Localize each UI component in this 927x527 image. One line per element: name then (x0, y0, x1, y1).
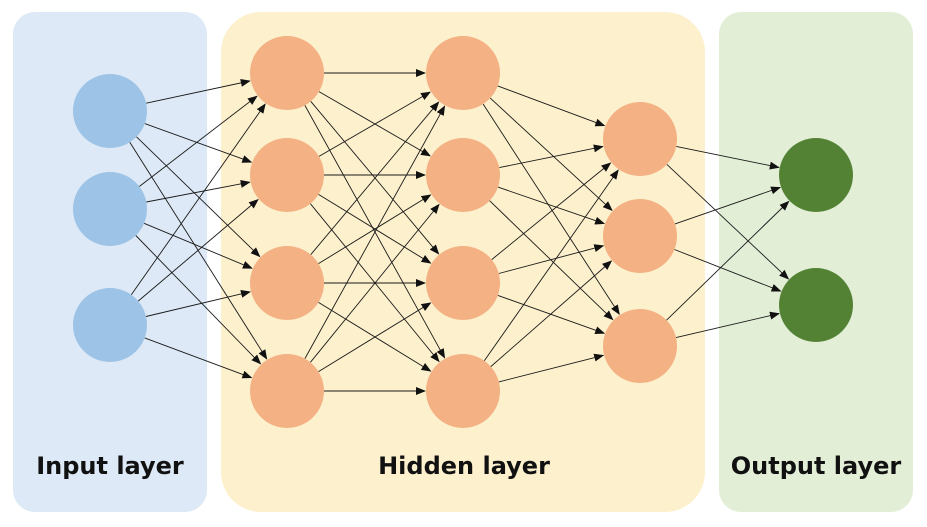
hidden-neuron-l4-3 (603, 309, 677, 383)
hidden-neuron-l4-1 (603, 102, 677, 176)
connection-l1-n3-to-n1 (130, 103, 266, 295)
connection-l1-n3-to-n3 (145, 289, 251, 317)
connection-l4-n1-to-n2 (666, 164, 790, 280)
hidden-neuron-l2-1 (250, 36, 324, 110)
connection-l1-n2-to-n2 (146, 179, 251, 203)
connection-l3-n1-to-n3 (482, 103, 620, 315)
connection-l1-n3-to-n4 (144, 337, 253, 379)
connection-l2-n3-to-n1 (310, 101, 440, 255)
connection-l3-n4-to-n2 (490, 260, 613, 367)
connection-l4-n3-to-n1 (666, 200, 790, 321)
connection-l3-n3-to-n2 (498, 244, 605, 274)
connection-l3-n1-to-n2 (489, 97, 613, 211)
output-neuron-l5-1 (779, 138, 853, 212)
connection-l4-n3-to-n2 (675, 311, 780, 339)
input-neuron-l1-1 (73, 74, 147, 148)
hidden-neuron-l2-2 (250, 138, 324, 212)
connection-l4-n2-to-n2 (674, 249, 782, 292)
input-layer-panel (13, 12, 207, 512)
connection-l1-n1-to-n1 (146, 78, 251, 104)
connection-l3-n4-to-n1 (483, 169, 619, 361)
connections (129, 69, 790, 395)
connection-l1-n1-to-n3 (136, 136, 261, 258)
hidden-neuron-l2-4 (250, 354, 324, 428)
connection-l3-n4-to-n3 (498, 353, 605, 383)
connection-l2-n3-to-n2 (318, 194, 432, 264)
connection-l2-n4-to-n1 (304, 105, 446, 359)
connection-l3-n3-to-n1 (491, 162, 612, 260)
connection-l1-n2-to-n3 (143, 222, 253, 269)
connection-l1-n1-to-n2 (144, 123, 253, 163)
neurons (73, 36, 853, 428)
connection-l4-n1-to-n1 (676, 145, 780, 170)
connection-l3-n1-to-n1 (497, 85, 606, 127)
output-layer-label: Output layer (731, 452, 902, 480)
hidden-layer-label: Hidden layer (378, 452, 550, 480)
connection-l2-n4-to-n3 (318, 302, 432, 372)
connection-l1-n2-to-n1 (139, 95, 258, 187)
connection-l3-n2-to-n3 (489, 200, 614, 321)
output-layer-panel (719, 12, 913, 512)
connection-l1-n3-to-n2 (137, 198, 259, 302)
input-layer-label: Input layer (36, 452, 184, 480)
connection-l3-n2-to-n2 (497, 186, 606, 225)
hidden-neuron-l3-3 (426, 246, 500, 320)
output-neuron-l5-2 (779, 268, 853, 342)
connection-l3-n2-to-n1 (499, 144, 604, 169)
connection-l4-n2-to-n1 (674, 186, 782, 225)
connection-l2-n2-to-n1 (318, 91, 431, 157)
hidden-neuron-l4-2 (603, 199, 677, 273)
connection-l2-n4-to-n2 (310, 203, 440, 363)
hidden-neuron-l3-1 (426, 36, 500, 110)
hidden-neuron-l3-4 (426, 354, 500, 428)
hidden-neuron-l3-2 (426, 138, 500, 212)
hidden-neuron-l2-3 (250, 246, 324, 320)
connection-l1-n2-to-n4 (135, 235, 262, 365)
input-neuron-l1-2 (73, 172, 147, 246)
input-neuron-l1-3 (73, 288, 147, 362)
